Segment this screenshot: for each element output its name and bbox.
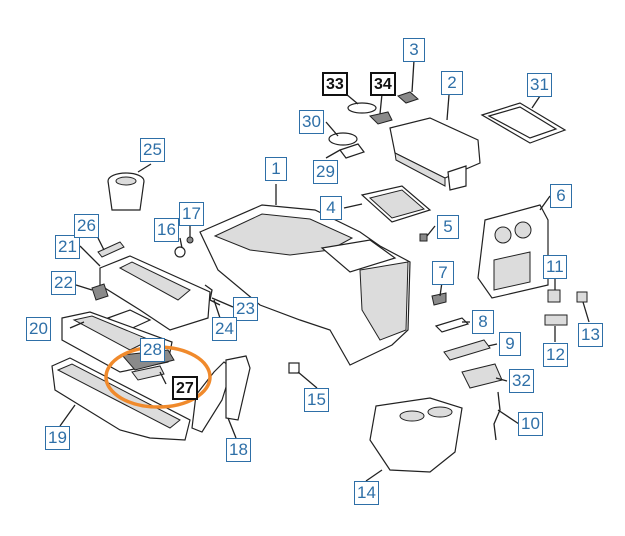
callout-33[interactable]: 33: [322, 72, 348, 96]
part-13-switch: [576, 291, 588, 303]
callout-24[interactable]: 24: [212, 317, 237, 341]
part-25-cup-holder: [107, 172, 145, 211]
callout-21[interactable]: 21: [55, 235, 80, 259]
part-6-rear-bezel: [477, 204, 549, 299]
hinge-hardware: [328, 102, 393, 159]
part-2-armrest-lid: [389, 117, 481, 191]
part-17-fastener: [186, 236, 194, 244]
part-10-harness: [493, 391, 501, 441]
callout-27[interactable]: 27: [172, 376, 198, 400]
callout-19[interactable]: 19: [45, 426, 70, 450]
part-15-plate: [288, 362, 300, 374]
part-1-console-body: [199, 204, 411, 366]
callout-8[interactable]: 8: [472, 310, 494, 334]
callout-32[interactable]: 32: [509, 369, 534, 393]
callout-7[interactable]: 7: [432, 261, 454, 285]
callout-30[interactable]: 30: [299, 110, 324, 134]
callout-12[interactable]: 12: [543, 343, 568, 367]
part-31-tray-liner: [480, 102, 567, 144]
part-8-trim: [434, 317, 470, 333]
callout-4[interactable]: 4: [320, 196, 342, 220]
callout-10[interactable]: 10: [518, 412, 543, 436]
callout-20[interactable]: 20: [26, 317, 51, 341]
callout-23[interactable]: 23: [233, 297, 258, 321]
callout-18[interactable]: 18: [226, 438, 251, 462]
callout-13[interactable]: 13: [578, 323, 603, 347]
leader-lines: [59, 59, 590, 482]
callout-5[interactable]: 5: [437, 215, 459, 239]
callout-25[interactable]: 25: [140, 138, 165, 162]
callout-26[interactable]: 26: [74, 214, 99, 238]
callout-2[interactable]: 2: [441, 71, 463, 95]
part-7-bracket: [431, 292, 447, 306]
callout-16[interactable]: 16: [154, 218, 179, 242]
part-4-bin-mat: [360, 185, 432, 223]
callout-31[interactable]: 31: [527, 73, 552, 97]
part-16-fastener: [174, 246, 186, 258]
callout-9[interactable]: 9: [499, 332, 521, 356]
callout-22[interactable]: 22: [51, 271, 76, 295]
callout-3[interactable]: 3: [403, 38, 425, 62]
callout-17[interactable]: 17: [179, 202, 204, 226]
callout-15[interactable]: 15: [304, 388, 329, 412]
part-18-ducts: [191, 355, 251, 433]
part-14-rear-storage: [369, 397, 463, 473]
callout-34[interactable]: 34: [370, 72, 396, 96]
callout-11[interactable]: 11: [543, 255, 567, 279]
part-5-clip: [419, 233, 428, 242]
part-21-upper-bezel: [99, 255, 211, 331]
callout-29[interactable]: 29: [313, 160, 338, 184]
part-32-rear-vent: [461, 363, 503, 389]
callout-28[interactable]: 28: [140, 338, 165, 362]
part-9-trim: [443, 339, 491, 361]
part-11-switch: [547, 289, 561, 303]
callout-6[interactable]: 6: [550, 184, 572, 208]
part-26-trim: [97, 241, 125, 258]
part-12-switch-bank: [544, 314, 568, 326]
part-3-latch: [397, 91, 419, 104]
part-27-bracket: [131, 365, 165, 381]
callout-1[interactable]: 1: [265, 157, 287, 181]
part-22-switch: [91, 283, 109, 301]
callout-14[interactable]: 14: [354, 481, 379, 505]
